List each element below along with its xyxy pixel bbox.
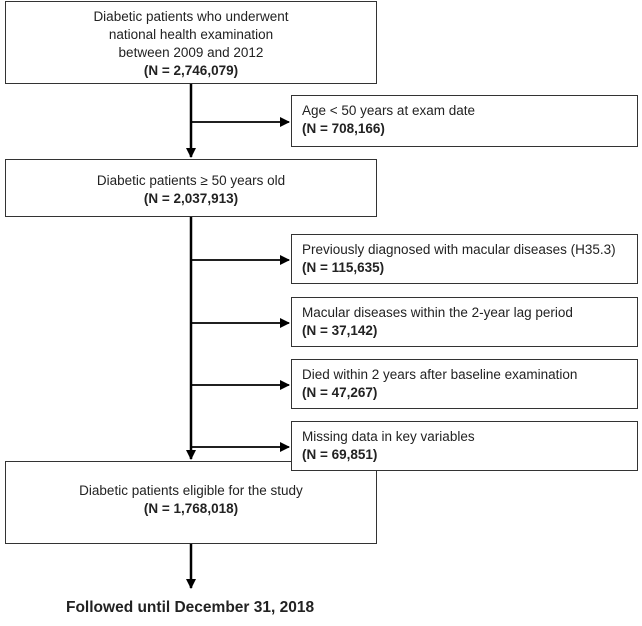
exclusion-prior-macular-text: Previously diagnosed with macular diseas… (302, 242, 616, 257)
box-age-50-plus-label: Diabetic patients ≥ 50 years old (96, 173, 286, 188)
exclusion-lag-period-text: Macular diseases within the 2-year lag p… (302, 305, 573, 320)
exclusion-box-prior-macular: Previously diagnosed with macular diseas… (291, 234, 638, 284)
box-initial-line-2: national health examination (108, 27, 274, 42)
exclusion-missing-data-count: (N = 69,851) (302, 447, 378, 462)
exclusion-box-lag-period: Macular diseases within the 2-year lag p… (291, 297, 638, 347)
exclusion-age-text: Age < 50 years at exam date (302, 103, 475, 118)
exclusion-lag-period-count: (N = 37,142) (302, 323, 378, 338)
box-eligible-count: (N = 1,768,018) (143, 501, 239, 516)
box-age-50-plus-count: (N = 2,037,913) (143, 191, 239, 206)
exclusion-prior-macular-count: (N = 115,635) (302, 260, 385, 275)
box-initial-line-1: Diabetic patients who underwent (93, 9, 289, 24)
box-eligible: Diabetic patients eligible for the study… (5, 461, 377, 544)
box-eligible-label: Diabetic patients eligible for the study (79, 483, 303, 498)
box-initial-cohort: Diabetic patients who underwent national… (5, 1, 377, 84)
follow-up-label: Followed until December 31, 2018 (66, 599, 315, 616)
exclusion-age-count: (N = 708,166) (302, 121, 385, 136)
exclusion-missing-data-text: Missing data in key variables (302, 429, 475, 444)
exclusion-died-text: Died within 2 years after baseline exami… (302, 367, 578, 382)
exclusion-box-age: Age < 50 years at exam date (N = 708,166… (291, 95, 638, 147)
box-initial-line-3: between 2009 and 2012 (118, 45, 264, 60)
box-age-50-plus: Diabetic patients ≥ 50 years old (N = 2,… (5, 159, 377, 217)
exclusion-box-died: Died within 2 years after baseline exami… (291, 359, 638, 409)
exclusion-box-missing-data: Missing data in key variables (N = 69,85… (291, 421, 638, 471)
box-initial-count: (N = 2,746,079) (143, 63, 239, 78)
exclusion-died-count: (N = 47,267) (302, 385, 378, 400)
